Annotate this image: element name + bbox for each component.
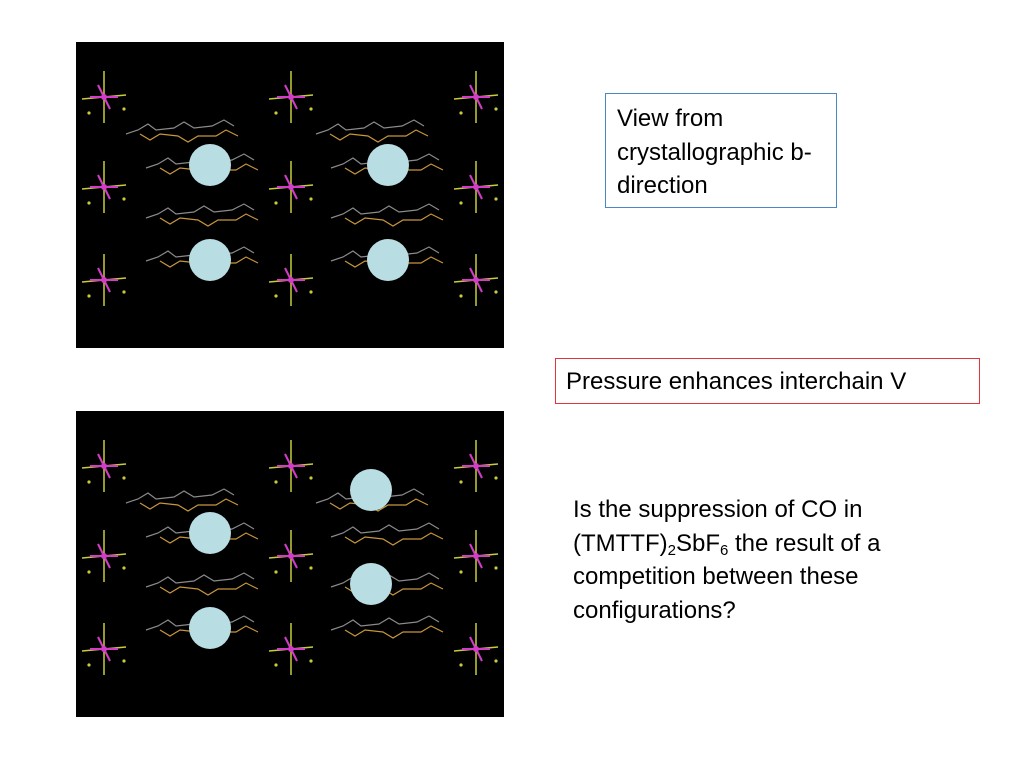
tmttf-molecule-icon: [145, 203, 259, 227]
anion-icon: [81, 440, 127, 492]
charge-site-circle: [367, 144, 409, 186]
tmttf-molecule-icon: [330, 615, 444, 639]
anion-icon: [81, 254, 127, 306]
question-subscript-2: 6: [719, 541, 729, 559]
tmttf-molecule-icon: [330, 203, 444, 227]
question-subscript-1: 2: [667, 541, 676, 559]
anion-icon: [453, 161, 499, 213]
anion-icon: [453, 254, 499, 306]
crystal-structure-panel-bottom: [76, 411, 504, 717]
anion-icon: [453, 530, 499, 582]
anion-icon: [453, 71, 499, 123]
anion-icon: [81, 530, 127, 582]
charge-site-circle: [189, 239, 231, 281]
question-text: Is the suppression of CO in (TMTTF)2SbF6…: [573, 493, 973, 627]
anion-icon: [268, 530, 314, 582]
tmttf-molecule-icon: [145, 572, 259, 596]
anion-icon: [81, 71, 127, 123]
anion-icon: [81, 161, 127, 213]
tmttf-molecule-icon: [125, 488, 239, 512]
anion-icon: [268, 440, 314, 492]
anion-icon: [453, 623, 499, 675]
pressure-label: Pressure enhances interchain V: [555, 358, 980, 404]
charge-site-circle: [367, 239, 409, 281]
charge-site-circle: [189, 144, 231, 186]
crystal-structure-diagram-bottom: [81, 440, 499, 675]
anion-icon: [268, 161, 314, 213]
tmttf-molecule-icon: [330, 522, 444, 546]
crystal-structure-diagram-top: [81, 71, 499, 306]
question-part-1: Is the suppression of CO in (TMTTF): [573, 496, 863, 557]
charge-site-circle: [350, 469, 392, 511]
anion-icon: [453, 440, 499, 492]
question-part-2: SbF: [675, 529, 720, 557]
charge-site-circle: [189, 607, 231, 649]
anion-icon: [268, 623, 314, 675]
tmttf-molecule-icon: [125, 119, 239, 143]
charge-site-circle: [350, 563, 392, 605]
anion-icon: [268, 254, 314, 306]
crystal-structure-panel-top: [76, 42, 504, 348]
tmttf-molecule-icon: [315, 119, 429, 143]
question-part-3: the result of a competition between thes…: [573, 529, 881, 624]
anion-icon: [268, 71, 314, 123]
view-direction-label: View from crystallographic b-direction: [605, 93, 837, 208]
anion-icon: [81, 623, 127, 675]
charge-site-circle: [189, 512, 231, 554]
